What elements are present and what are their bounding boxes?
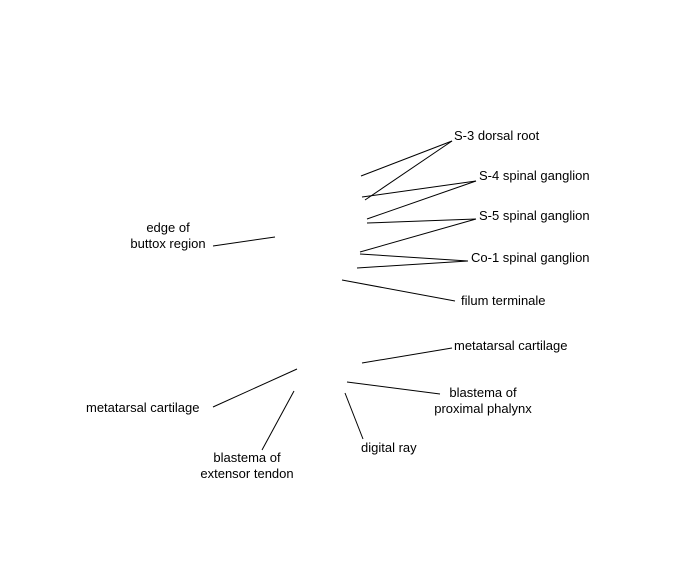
label-blastema-of-proximal-phalynx-line1: blastema of [449, 385, 517, 400]
leader-line-s4-spinal-ganglion-b [366, 180, 477, 220]
label-metatarsal-cartilage-right: metatarsal cartilage [454, 338, 568, 353]
label-blastema-of-extensor-tendon-line1: blastema of [213, 450, 281, 465]
leader-line-metatarsal-cartilage-left [212, 368, 298, 408]
label-s5-spinal-ganglion: S-5 spinal ganglion [479, 208, 590, 223]
label-edge-of-buttox-region-line2: buttox region [130, 236, 206, 251]
leader-line-blastema-of-extensor-tendon [261, 390, 295, 451]
leader-line-s5-spinal-ganglion-b [359, 218, 477, 253]
label-blastema-of-extensor-tendon-line2: extensor tendon [200, 466, 294, 481]
label-blastema-of-extensor-tendon: blastema of extensor tendon [192, 450, 302, 482]
leader-line-s3-dorsal-root-a [360, 140, 453, 177]
leader-line-blastema-of-proximal-phalynx [346, 381, 441, 395]
label-s4-spinal-ganglion: S-4 spinal ganglion [479, 168, 590, 183]
leader-line-co1-spinal-ganglion-a [359, 253, 469, 262]
label-blastema-of-proximal-phalynx: blastema of proximal phalynx [427, 385, 539, 417]
leader-line-edge-of-buttox-region [212, 236, 276, 247]
label-edge-of-buttox-region: edge of buttox region [118, 220, 218, 252]
label-edge-of-buttox-region-line1: edge of [146, 220, 190, 235]
label-blastema-of-proximal-phalynx-line2: proximal phalynx [434, 401, 532, 416]
leader-line-digital-ray [344, 392, 364, 440]
label-s3-dorsal-root: S-3 dorsal root [454, 128, 540, 143]
leader-line-filum-terminale [341, 279, 456, 302]
label-filum-terminale: filum terminale [461, 293, 546, 308]
label-co1-spinal-ganglion: Co-1 spinal ganglion [471, 250, 590, 265]
leader-line-co1-spinal-ganglion-b [356, 260, 469, 269]
leader-line-s5-spinal-ganglion-a [366, 218, 477, 224]
leader-line-metatarsal-cartilage-right [361, 347, 453, 364]
leader-line-s4-spinal-ganglion-a [361, 180, 477, 198]
label-metatarsal-cartilage-left: metatarsal cartilage [86, 400, 200, 415]
leader-line-s3-dorsal-root-b [364, 140, 453, 201]
label-digital-ray: digital ray [361, 440, 417, 455]
